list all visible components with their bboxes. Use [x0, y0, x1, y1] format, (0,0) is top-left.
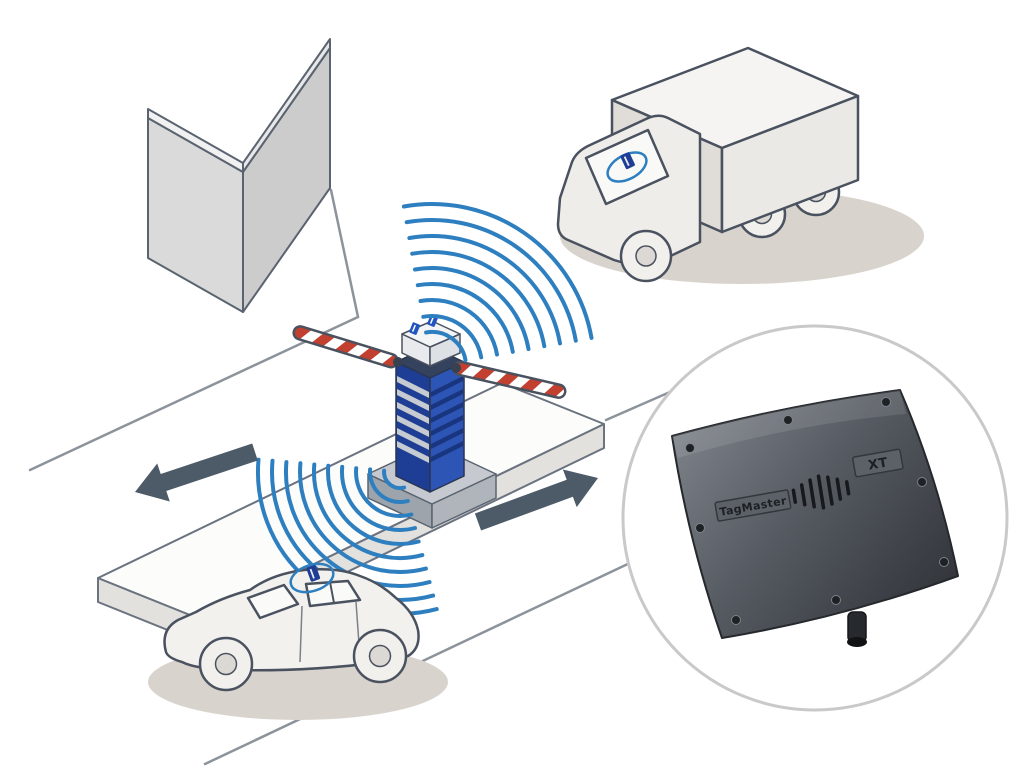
inset-closeup: TagMaster XT	[621, 324, 1009, 712]
car-windshield	[246, 583, 300, 620]
device-speaker-grille	[791, 474, 851, 510]
rfid-wave-arc	[311, 462, 425, 561]
car-rear-wheel-hub	[368, 644, 392, 668]
boundary-wall	[147, 38, 331, 313]
direction-arrow-left	[135, 443, 258, 502]
device-screw	[783, 415, 793, 425]
rfid-wave-arc	[326, 463, 421, 546]
device-screws	[685, 397, 949, 625]
device-model-plate: XT	[852, 448, 904, 478]
rfid-wave-arc	[283, 460, 432, 588]
wall-right-top-edge	[242, 38, 331, 173]
car-windshield-tag	[289, 562, 335, 594]
tag-signal-ellipse	[289, 562, 335, 594]
truck-front-wheel-hub	[635, 245, 657, 267]
car-b-pillar	[329, 581, 335, 604]
arm-pivot-right	[451, 363, 461, 373]
direction-arrow-right	[474, 469, 598, 531]
reader-head-top	[401, 320, 461, 348]
truck-cargo-right-face	[720, 94, 860, 234]
rfid-wave-arc	[421, 314, 484, 360]
rfid-wave-arc	[368, 467, 410, 505]
device-cable-connector	[847, 611, 867, 647]
lane-line-right	[604, 390, 672, 422]
car-front-wheel-hub	[214, 652, 238, 676]
rfid-wave-arc	[410, 249, 547, 349]
lane-line-wall-connector	[329, 188, 360, 319]
rfid-wave-arc	[404, 218, 578, 343]
device-model-label: XT	[867, 455, 889, 473]
rfid-wave-arc	[298, 461, 428, 574]
rfid-reader-device: TagMaster XT	[671, 389, 959, 647]
device-screw	[881, 397, 891, 407]
truck	[556, 46, 924, 284]
rfid-wave-arc	[354, 466, 414, 518]
rfid-wave-arc	[401, 202, 594, 340]
tag-chip	[306, 565, 321, 582]
device-screw	[917, 477, 927, 487]
tag-chip-slot	[309, 568, 315, 579]
device-screw	[831, 595, 841, 605]
tag-chip-slot	[623, 156, 630, 167]
device-screw	[939, 557, 949, 567]
tag-chip	[620, 152, 635, 170]
rfid-wave-arc	[382, 468, 407, 490]
device-screw	[731, 615, 741, 625]
wall-right-panel	[242, 47, 331, 313]
pillar-louvers	[397, 376, 463, 463]
lane-line-entry	[28, 315, 360, 472]
wall-left-panel	[147, 117, 244, 313]
device-screw	[685, 443, 695, 453]
rfid-wave-arc	[413, 266, 531, 351]
rfid-wave-arc	[415, 281, 515, 354]
rfid-wave-arc	[407, 234, 562, 346]
rfid-wave-arc	[424, 330, 468, 363]
barrier-arm-left	[292, 325, 399, 369]
car	[148, 562, 448, 720]
rfid-waves-up	[401, 202, 594, 363]
reader-tag-icon	[409, 322, 421, 335]
truck-windshield-tag	[606, 151, 648, 183]
rfid-wave-arc	[339, 464, 417, 532]
device-screw	[695, 523, 705, 533]
arm-pivot-left	[393, 357, 403, 367]
rfid-wave-arc	[418, 298, 499, 357]
car-door-line	[299, 605, 303, 663]
